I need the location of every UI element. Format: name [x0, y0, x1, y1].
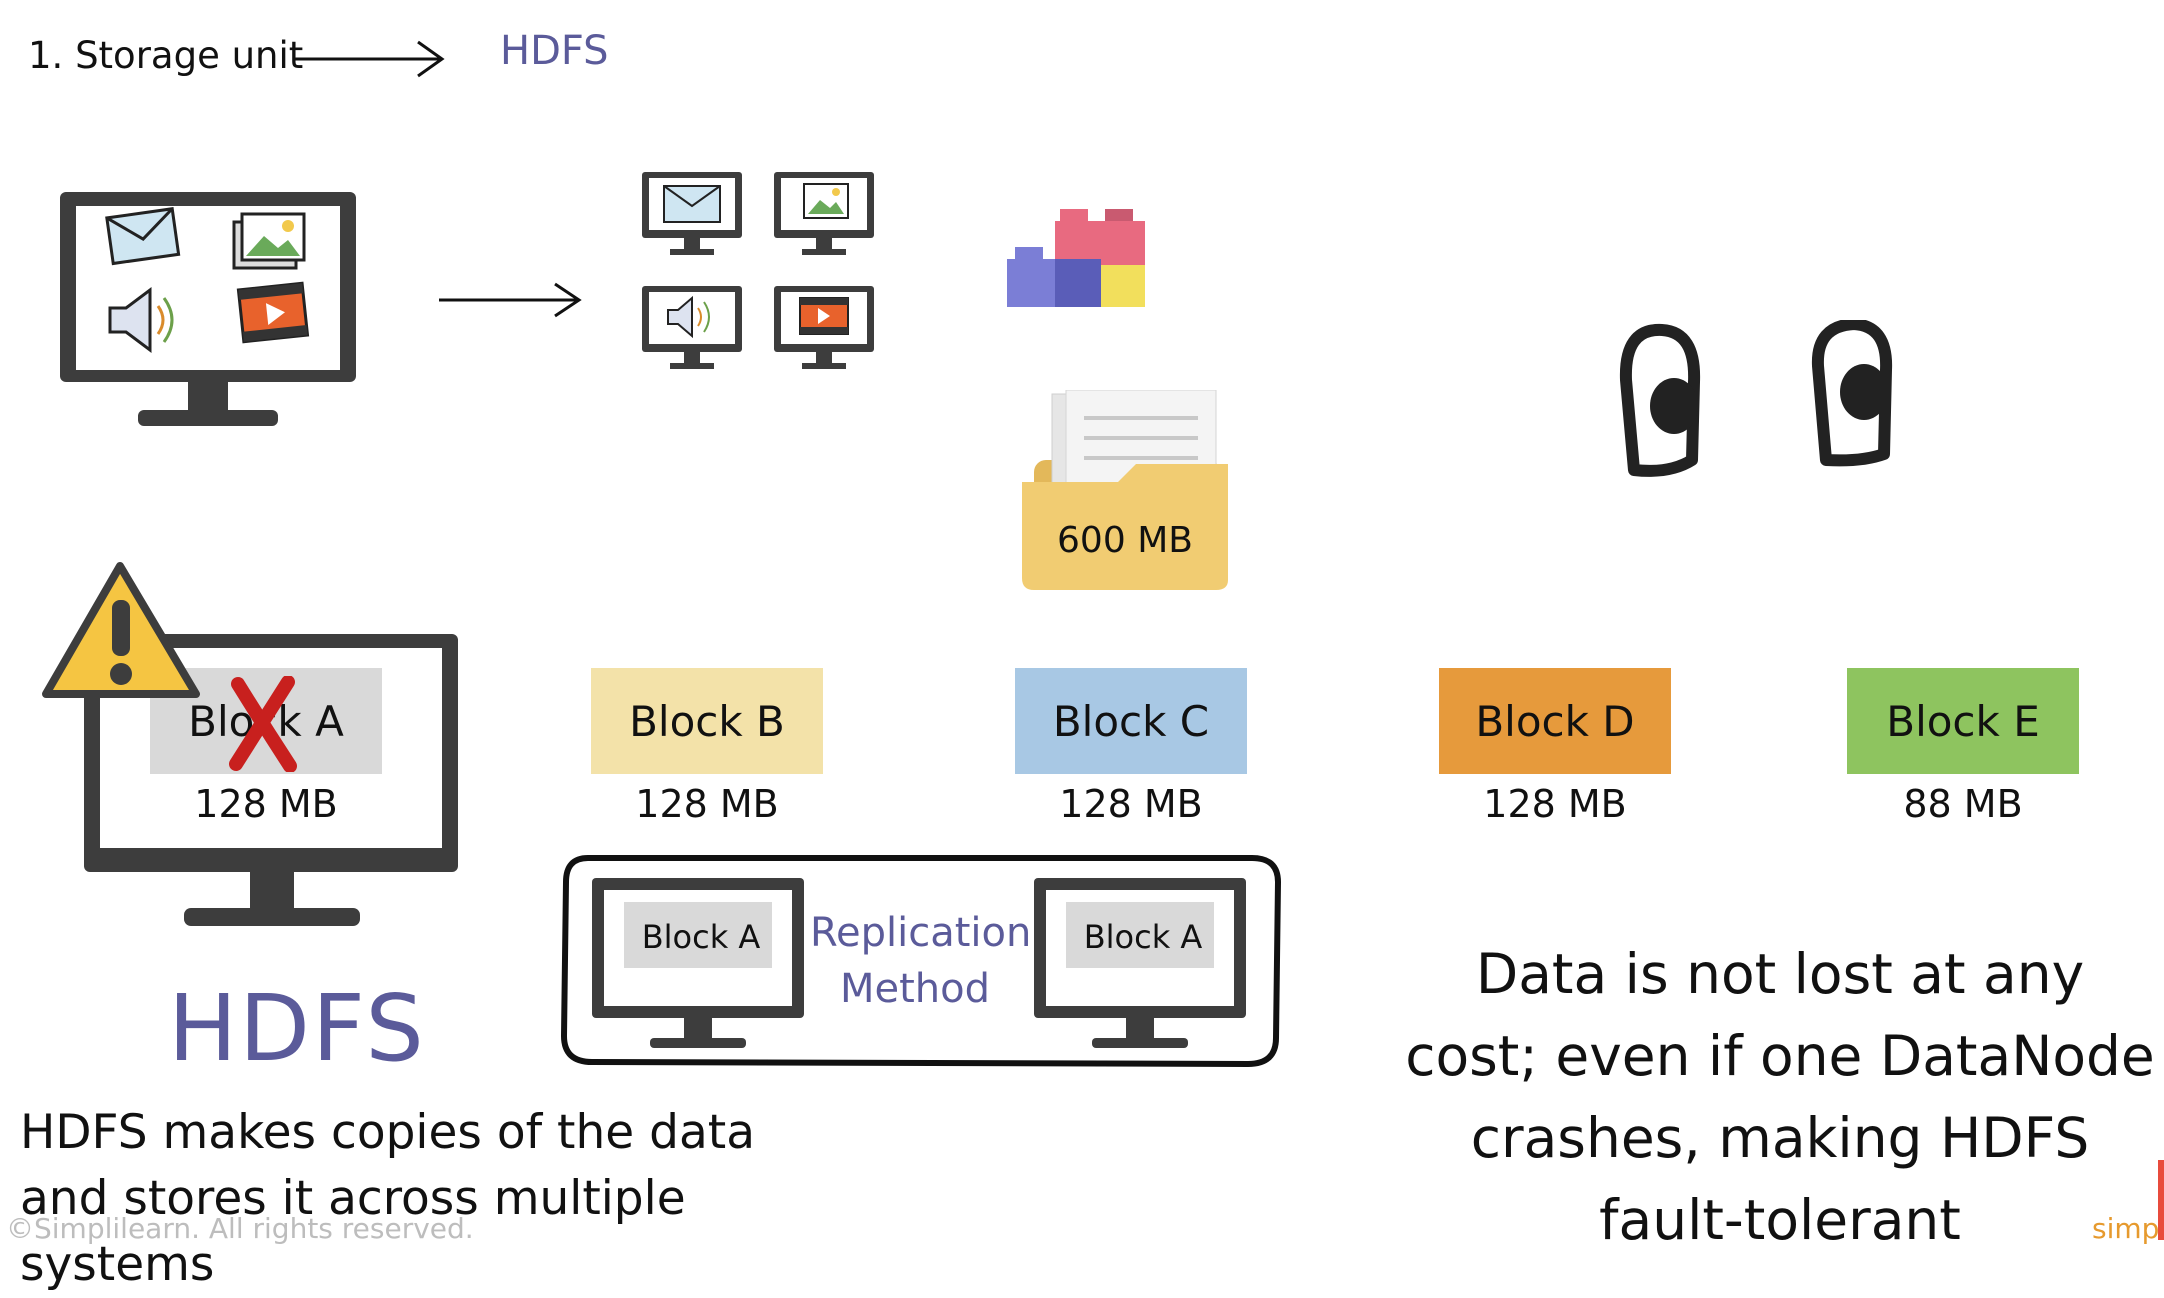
description-left: HDFS makes copies of the data and stores… [20, 1105, 755, 1292]
replication-frame [560, 855, 1282, 1068]
image-monitor-icon [774, 172, 874, 255]
block-c-size: 128 MB [1059, 782, 1203, 826]
block-d: Block D [1439, 668, 1671, 774]
video-monitor-icon [774, 286, 874, 369]
video-icon [236, 281, 310, 344]
folder-size-label: 600 MB [1057, 520, 1193, 561]
replica-left-label: Block A [641, 918, 761, 956]
header-arrow-icon [294, 40, 445, 78]
split-arrow-icon [439, 282, 582, 318]
block-e-size: 88 MB [1903, 782, 2023, 826]
block-d-size: 128 MB [1483, 782, 1627, 826]
description-right: Data is not lost at any cost; even if on… [1405, 942, 2155, 1252]
block-d-label: Block D [1475, 696, 1635, 746]
email-monitor-icon [642, 172, 742, 255]
copyright-text: ©Simplilearn. All rights reserved. [6, 1212, 474, 1245]
block-e-label: Block E [1886, 696, 2040, 746]
block-b-label: Block B [629, 696, 785, 746]
speaker-monitor-icon [642, 286, 742, 369]
replication-method-label: Replication Method [810, 910, 1032, 1012]
folder-icon [1022, 390, 1228, 590]
block-b-size: 128 MB [635, 782, 779, 826]
block-a-size: 128 MB [194, 782, 338, 826]
lego-blocks-icon [1007, 209, 1145, 307]
replica-right-label: Block A [1083, 918, 1203, 956]
email-icon [105, 207, 181, 266]
computer-monitor-icon [60, 192, 356, 426]
brand-logo: simpl [2092, 1212, 2164, 1245]
eyes-icon [1619, 320, 1893, 477]
hdfs-title: HDFS [168, 975, 426, 1082]
warning-icon [42, 562, 200, 698]
block-c-label: Block C [1052, 696, 1210, 746]
cross-icon [229, 676, 297, 772]
speaker-icon [108, 287, 174, 353]
small-monitors-icon [642, 172, 874, 369]
hdfs-header-label: HDFS [500, 28, 609, 74]
brand-bar [2158, 1160, 2164, 1240]
block-b: Block B [591, 668, 823, 774]
block-e: Block E [1847, 668, 2079, 774]
image-icon [232, 212, 306, 270]
block-c: Block C [1015, 668, 1247, 774]
step-label: 1. Storage unit [28, 34, 304, 77]
